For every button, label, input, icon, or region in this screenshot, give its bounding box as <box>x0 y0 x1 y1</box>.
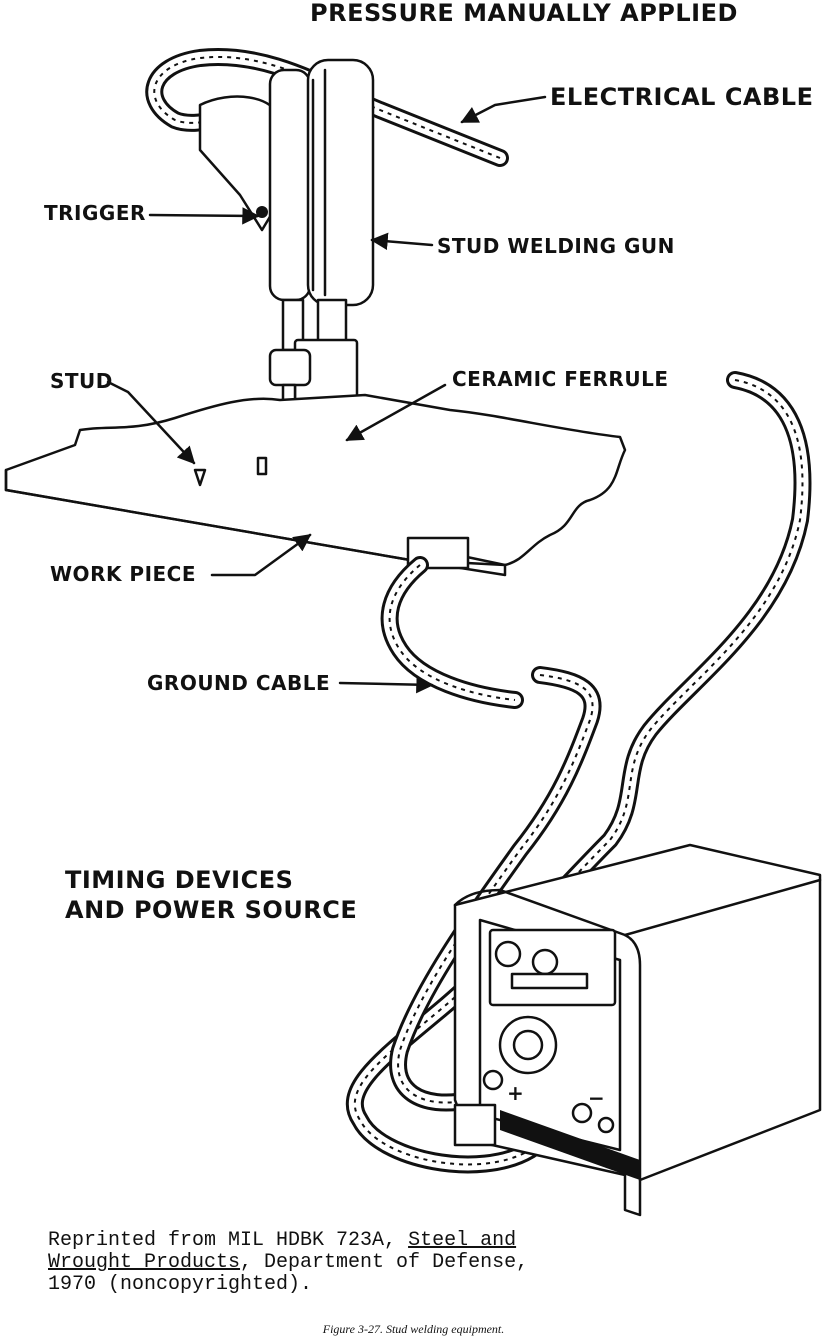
credit-text: Reprinted from MIL HDBK 723A, Steel and … <box>48 1230 528 1296</box>
label-timing-line1: TIMING DEVICES <box>65 866 293 894</box>
figure-caption: Figure 3-27. Stud welding equipment. <box>322 1322 505 1336</box>
label-work-piece: WORK PIECE <box>50 562 196 586</box>
leader-lines <box>106 95 547 694</box>
label-ground-cable: GROUND CABLE <box>147 671 330 695</box>
label-trigger: TRIGGER <box>44 201 146 225</box>
credit-line1-title: Steel and <box>408 1229 517 1252</box>
label-plus-terminal: + <box>507 1081 524 1105</box>
work-piece <box>4 393 627 577</box>
credit-line2-title: Wrought Products <box>48 1251 241 1274</box>
power-source-box <box>453 843 822 1217</box>
credit-line2-suffix: , Department of Defense, <box>240 1251 529 1274</box>
label-timing-line2: AND POWER SOURCE <box>65 896 357 924</box>
ground-cable <box>380 536 524 709</box>
label-pressure: PRESSURE MANUALLY APPLIED <box>310 0 738 27</box>
label-stud: STUD <box>50 369 113 393</box>
credit-line3: 1970 (noncopyrighted). <box>48 1273 313 1296</box>
label-stud-welding-gun: STUD WELDING GUN <box>437 234 675 258</box>
credit-line1-prefix: Reprinted from MIL HDBK 723A, <box>48 1229 409 1252</box>
label-minus-terminal: − <box>588 1086 605 1110</box>
label-ceramic-ferrule: CERAMIC FERRULE <box>452 367 668 391</box>
label-electrical-cable: ELECTRICAL CABLE <box>550 83 813 111</box>
